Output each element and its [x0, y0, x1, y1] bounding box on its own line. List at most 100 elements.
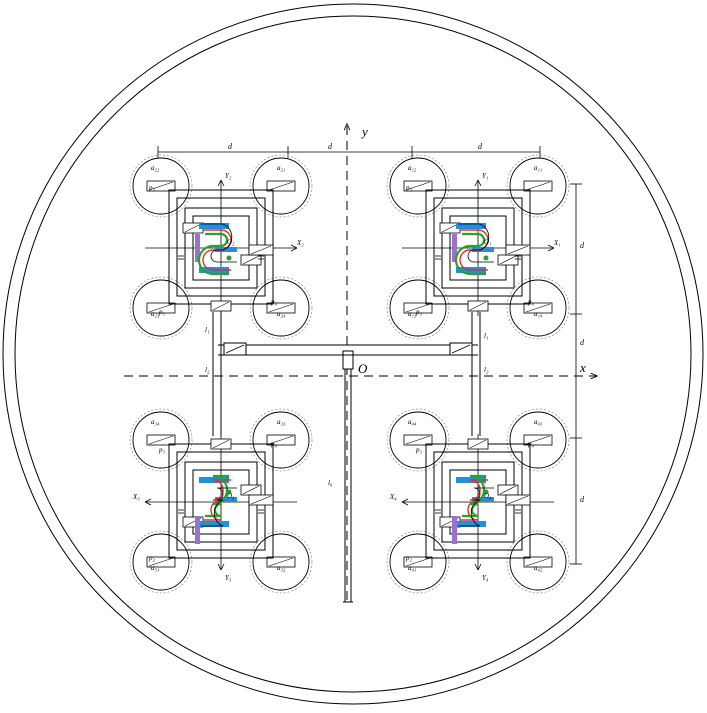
unit-bottom-right-port-label-3: p₄: [527, 440, 535, 448]
central-anchor: [342, 350, 354, 370]
dim-label-right-3: d: [580, 495, 585, 504]
unit-top-right-x-arrow: [547, 244, 555, 252]
unit-bottom-right-corner-label-3: a₄₁: [408, 564, 416, 572]
unit-top-right-black-serpentine: [458, 223, 494, 263]
unit-top-left-black-serpentine: [201, 223, 237, 263]
unit-top-left-corner-halo-1: [129, 154, 193, 218]
unit-top-left-corner-anchor-3: [132, 279, 190, 337]
unit-bottom-right-green-dot: [483, 489, 489, 495]
unit-bottom-left-blue-bar-3: [215, 497, 237, 502]
link-right-upper-label: l₁: [484, 332, 488, 340]
unit-top-left-origin-label: O₂: [227, 238, 235, 246]
y-axis-label: y: [360, 124, 368, 139]
unit-top-right-corner-hatch-4: [525, 303, 551, 313]
unit-bottom-left-port-label-1: p₂: [148, 554, 156, 562]
unit-top-left-x-arrow: [290, 244, 298, 252]
unit-bottom-left-side-pad-hatch: [250, 495, 272, 505]
unit-top-left-corner-anchor-4: [252, 279, 310, 337]
unit-bottom-right-corner-halo-2: [506, 408, 570, 472]
unit-bottom-left-corner-label-2: a₃₃: [277, 418, 286, 426]
unit-top-right-corner-hatch-1: [405, 181, 431, 191]
unit-top-right-corner-hatch-2: [525, 181, 551, 191]
unit-bottom-right-origin-label: O₄: [484, 492, 492, 500]
unit-top-right-side-pad-hatch: [507, 245, 529, 255]
unit-bottom-right-corner-hatch-4: [525, 557, 551, 567]
unit-bottom-left-corner-label-3: a₃₁: [151, 564, 159, 572]
unit-top-left-corner-halo-2: [249, 154, 313, 218]
unit-bottom-left-beam-anchor-hatch-3: [212, 439, 230, 449]
unit-bottom-right-x-arrow: [401, 498, 409, 506]
unit-bottom-right-corner-hatch-2: [525, 435, 551, 445]
unit-bottom-right-corner-anchor-4: [509, 533, 567, 591]
tbar-anchor-left-hatch: [225, 344, 245, 354]
unit-top-right-corner-anchor-1: [389, 157, 447, 215]
unit-bottom-left-corner-anchor-3: [132, 533, 190, 591]
unit-bottom-right-y-label: Y₄: [482, 574, 489, 582]
unit-bottom-right-corner-label-4: a₄₂: [534, 564, 543, 572]
tbar-anchor-right-hatch: [451, 344, 471, 354]
unit-top-left-beam-anchor-hatch-2: [242, 255, 260, 265]
unit-bottom-left-x-label: X₃: [132, 493, 140, 501]
unit-top-left-x-label: X₂: [296, 239, 304, 247]
unit-top-right-purple-bar: [452, 234, 457, 262]
unit-top-right-corner-halo-3: [386, 276, 450, 340]
unit-bottom-left-corner-hatch-3: [148, 557, 174, 567]
unit-top-left-corner-halo-4: [249, 276, 313, 340]
unit-bottom-right-blue-bar-3: [472, 497, 494, 502]
unit-top-left-corner-label-1: a₂₂: [151, 164, 160, 172]
unit-bottom-left-corner-halo-3: [129, 530, 193, 594]
origin-label: O: [358, 361, 368, 376]
link-left-lower-label: l₂: [205, 366, 210, 374]
unit-top-left-y-arrow: [217, 179, 225, 187]
unit-top-left-side-pad-hatch: [250, 245, 272, 255]
unit-bottom-right-port-label-1: p₂: [405, 554, 413, 562]
unit-top-right-beam-anchor-hatch-3: [469, 301, 487, 311]
dim-label-right-1: d: [580, 241, 585, 250]
unit-top-right-corner-anchor-3: [389, 279, 447, 337]
unit-top-left-corner-halo-3: [129, 276, 193, 340]
link-right-lower-label: l₂: [484, 366, 489, 374]
unit-bottom-right-corner-hatch-1: [405, 435, 431, 445]
unit-top-left-green-serpentine: [197, 232, 229, 276]
unit-top-right-origin-label: O₁: [484, 238, 492, 246]
unit-bottom-right-corner-halo-1: [386, 408, 450, 472]
dim-label-right-2: d: [580, 338, 585, 347]
unit-bottom-left-corner-anchor-4: [252, 533, 310, 591]
unit-bottom-right-corner-anchor-3: [389, 533, 447, 591]
unit-bottom-right-corner-anchor-1: [389, 411, 447, 469]
unit-bottom-right-corner-hatch-3: [405, 557, 431, 567]
unit-top-left-blue-bar-1: [199, 223, 229, 229]
unit-top-left-green-dot: [226, 255, 232, 261]
unit-top-left-corner-anchor-2: [252, 157, 310, 215]
unit-top-left-corner-hatch-3: [148, 303, 174, 313]
unit-bottom-right-corner-anchor-2: [509, 411, 567, 469]
unit-top-left-corner-label-4: a₂₄: [277, 310, 286, 318]
unit-top-right-y-arrow: [474, 179, 482, 187]
unit-top-right-corner-label-3: a₁₃: [408, 310, 417, 318]
unit-top-left-beam-anchor-hatch-1: [184, 223, 202, 233]
unit-bottom-left-green-serpentine: [205, 474, 229, 518]
unit-bottom-right-corner-halo-4: [506, 530, 570, 594]
unit-bottom-left-corner-hatch-1: [148, 435, 174, 445]
unit-top-left-blue-bar-3: [215, 247, 237, 252]
unit-top-left-port-label-3: p₄: [270, 298, 278, 306]
dim-label-top-1: d: [228, 142, 233, 151]
unit-bottom-right-black-serpentine: [458, 487, 494, 527]
unit-bottom-right-side-pad-hatch: [507, 495, 529, 505]
x-axis-label: x: [579, 360, 586, 375]
dim-label-top-3: d: [478, 142, 483, 151]
unit-top-left-corner-hatch-2: [268, 181, 294, 191]
unit-bottom-left-corner-hatch-2: [268, 435, 294, 445]
unit-top-left-corner-label-2: a₂₁: [277, 164, 285, 172]
inner-circle: [14, 15, 692, 693]
unit-bottom-right-y-arrow: [474, 563, 482, 571]
unit-bottom-left-corner-halo-1: [129, 408, 193, 472]
unit-top-left-port-label-1: p₂: [148, 184, 156, 192]
unit-top-right-corner-anchor-2: [509, 157, 567, 215]
unit-top-left-corner-hatch-1: [148, 181, 174, 191]
unit-bottom-left-corner-anchor-2: [252, 411, 310, 469]
unit-bottom-left-corner-hatch-4: [268, 557, 294, 567]
